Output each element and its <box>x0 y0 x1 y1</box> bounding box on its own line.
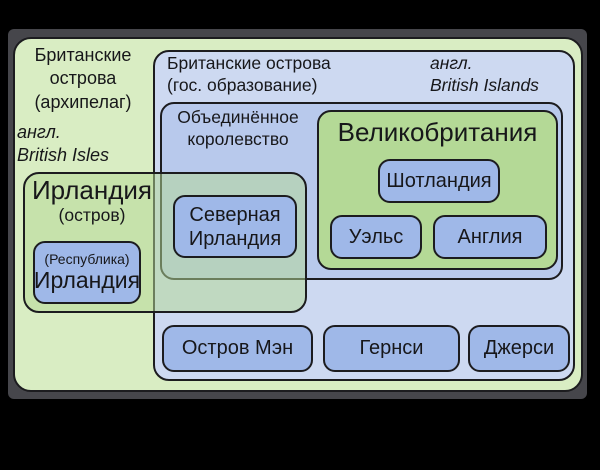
guernsey-label: Гернси <box>359 337 424 359</box>
ireland-island-title: Ирландия <box>31 175 153 205</box>
british-isles-subtitle: англ. British Isles <box>17 122 110 166</box>
box-england: Англия <box>433 215 547 259</box>
box-republic-of-ireland: (Республика) Ирландия <box>33 241 141 304</box>
jersey-label: Джерси <box>483 337 555 359</box>
british-islands-title: Британские острова (гос. образование) <box>167 53 331 95</box>
england-label: Англия <box>457 225 523 248</box>
wales-label: Уэльс <box>348 225 404 248</box>
box-scotland: Шотландия <box>378 159 500 203</box>
box-guernsey: Гернси <box>323 325 460 372</box>
box-wales: Уэльс <box>330 215 422 259</box>
box-northern-ireland: Северная Ирландия <box>173 195 297 258</box>
northern-ireland-label: Северная Ирландия <box>188 203 282 250</box>
british-isles-title: Британские острова (архипелаг) <box>34 45 132 112</box>
great-britain-title: Великобритания <box>337 117 538 147</box>
republic-of-ireland-label: Ирландия <box>33 267 141 294</box>
isle-of-man-label: Остров Мэн <box>181 337 294 359</box>
republic-of-ireland-label-small: (Республика) <box>44 251 130 268</box>
ireland-island-title-block: Ирландия (остров) <box>23 176 161 225</box>
box-isle-of-man: Остров Мэн <box>162 325 313 372</box>
box-jersey: Джерси <box>468 325 570 372</box>
british-islands-subtitle: англ. British Islands <box>430 53 539 95</box>
scotland-label: Шотландия <box>386 169 492 192</box>
united-kingdom-title: Объединённое королевство <box>177 107 299 149</box>
ireland-island-subtitle: (остров) <box>58 204 126 225</box>
